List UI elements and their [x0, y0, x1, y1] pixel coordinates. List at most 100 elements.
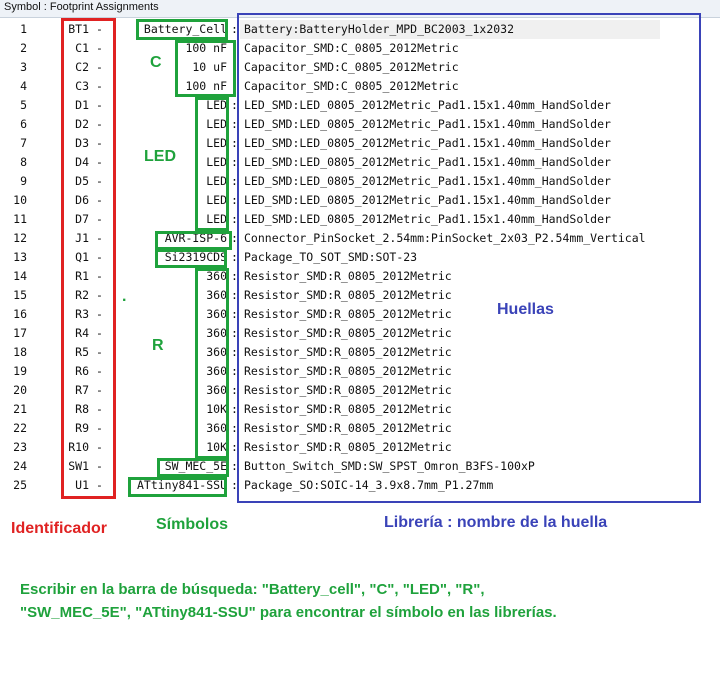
row-number: 8 — [20, 155, 27, 169]
capacitor-label: C — [150, 54, 162, 71]
symbol-value: 360 — [206, 269, 227, 283]
symbol-value: 100 nF — [185, 41, 227, 55]
annotation-dot: . — [122, 288, 127, 305]
instruction-line-2: "SW_MEC_5E", "ATtiny841-SSU" para encont… — [20, 604, 557, 621]
separator-colon: : — [231, 402, 238, 416]
footprint-name: Resistor_SMD:R_0805_2012Metric — [244, 288, 452, 302]
row-number: 21 — [13, 402, 27, 416]
symbol-box-resistors — [195, 268, 229, 459]
symbol-value: AVR-ISP-6 — [164, 231, 227, 245]
separator-dash: - — [96, 383, 103, 397]
symbol-box-attiny — [128, 477, 227, 497]
reference-designator: D5 — [75, 174, 89, 188]
symbol-value: Si2319CDS — [164, 250, 227, 264]
separator-dash: - — [96, 117, 103, 131]
footprint-name: Capacitor_SMD:C_0805_2012Metric — [244, 60, 459, 74]
symbol-box-switch — [157, 458, 229, 477]
separator-colon: : — [231, 478, 238, 492]
reference-designator: D2 — [75, 117, 89, 131]
separator-dash: - — [96, 193, 103, 207]
footprint-name: LED_SMD:LED_0805_2012Metric_Pad1.15x1.40… — [244, 117, 611, 131]
separator-dash: - — [96, 250, 103, 264]
separator-dash: - — [96, 307, 103, 321]
footprint-name: LED_SMD:LED_0805_2012Metric_Pad1.15x1.40… — [244, 98, 611, 112]
footprint-name: Capacitor_SMD:C_0805_2012Metric — [244, 41, 459, 55]
reference-designator: C3 — [75, 79, 89, 93]
symbols-label: Símbolos — [156, 516, 229, 533]
row-number: 4 — [20, 79, 27, 93]
symbol-value: ATtiny841-SSU — [136, 478, 227, 492]
footprint-name: Capacitor_SMD:C_0805_2012Metric — [244, 79, 459, 93]
row-number: 3 — [20, 60, 27, 74]
symbol-value: LED — [206, 155, 227, 169]
separator-dash: - — [96, 60, 103, 74]
row-number: 17 — [13, 326, 27, 340]
row-number: 12 — [13, 231, 27, 245]
separator-colon: : — [231, 383, 238, 397]
separator-dash: - — [96, 136, 103, 150]
selection-highlight — [240, 20, 660, 39]
reference-designator: R3 — [75, 307, 89, 321]
row-number: 1 — [20, 22, 27, 36]
instruction-line-1: Escribir en la barra de búsqueda: "Batte… — [20, 581, 485, 598]
separator-colon: : — [231, 269, 238, 283]
row-number: 13 — [13, 250, 27, 264]
reference-designator: R2 — [75, 288, 89, 302]
reference-designator: U1 — [75, 478, 89, 492]
symbol-box-avr-isp — [155, 231, 232, 250]
separator-dash: - — [96, 79, 103, 93]
separator-dash: - — [96, 269, 103, 283]
separator-colon: : — [231, 136, 238, 150]
symbol-value: LED — [206, 136, 227, 150]
symbol-value: LED — [206, 174, 227, 188]
resistor-label: R — [152, 337, 164, 354]
symbol-value: 360 — [206, 364, 227, 378]
separator-dash: - — [96, 345, 103, 359]
footprint-name: Resistor_SMD:R_0805_2012Metric — [244, 440, 452, 454]
separator-colon: : — [231, 364, 238, 378]
row-number: 24 — [13, 459, 27, 473]
reference-designator: R8 — [75, 402, 89, 416]
separator-colon: : — [231, 345, 238, 359]
reference-designator: J1 — [75, 231, 89, 245]
separator-colon: : — [231, 193, 238, 207]
footprint-name: LED_SMD:LED_0805_2012Metric_Pad1.15x1.40… — [244, 212, 611, 226]
reference-designator: D3 — [75, 136, 89, 150]
symbol-value: 360 — [206, 421, 227, 435]
footprint-name: Connector_PinSocket_2.54mm:PinSocket_2x0… — [244, 231, 646, 245]
reference-designator: D6 — [75, 193, 89, 207]
symbol-box-mosfet — [155, 249, 227, 268]
separator-colon: : — [231, 117, 238, 131]
separator-dash: - — [96, 41, 103, 55]
reference-designator: R7 — [75, 383, 89, 397]
separator-dash: - — [96, 326, 103, 340]
symbol-value: LED — [206, 117, 227, 131]
footprint-name: Resistor_SMD:R_0805_2012Metric — [244, 269, 452, 283]
reference-designator: R6 — [75, 364, 89, 378]
row-number: 9 — [20, 174, 27, 188]
